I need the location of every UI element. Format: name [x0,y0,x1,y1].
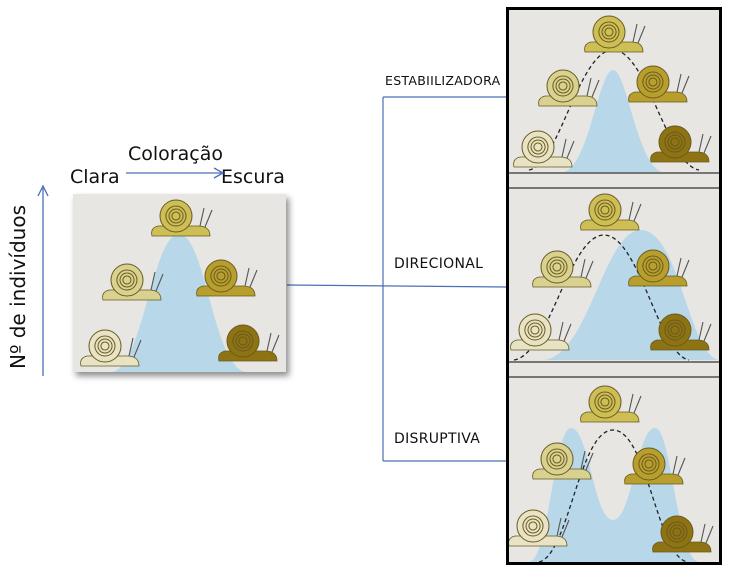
panel-directional [509,193,719,378]
label-directional: DIRECIONAL [394,256,484,272]
label-disruptive: DISRUPTIVA [394,431,481,447]
label-stabilizing: ESTABIILIZADORA [385,73,501,88]
panel-disruptive [509,385,714,562]
x-axis-left-label: Clara [70,166,120,188]
x-axis-title: Coloração [128,143,223,165]
selection-results-frame [506,7,722,565]
x-axis-right-label: Escura [221,166,285,188]
x-axis-arrow [126,167,225,179]
panel-stabilizing [509,15,719,189]
initial-population-panel [73,194,286,372]
selection-results-panels [509,10,719,562]
y-axis-arrow [37,184,49,376]
